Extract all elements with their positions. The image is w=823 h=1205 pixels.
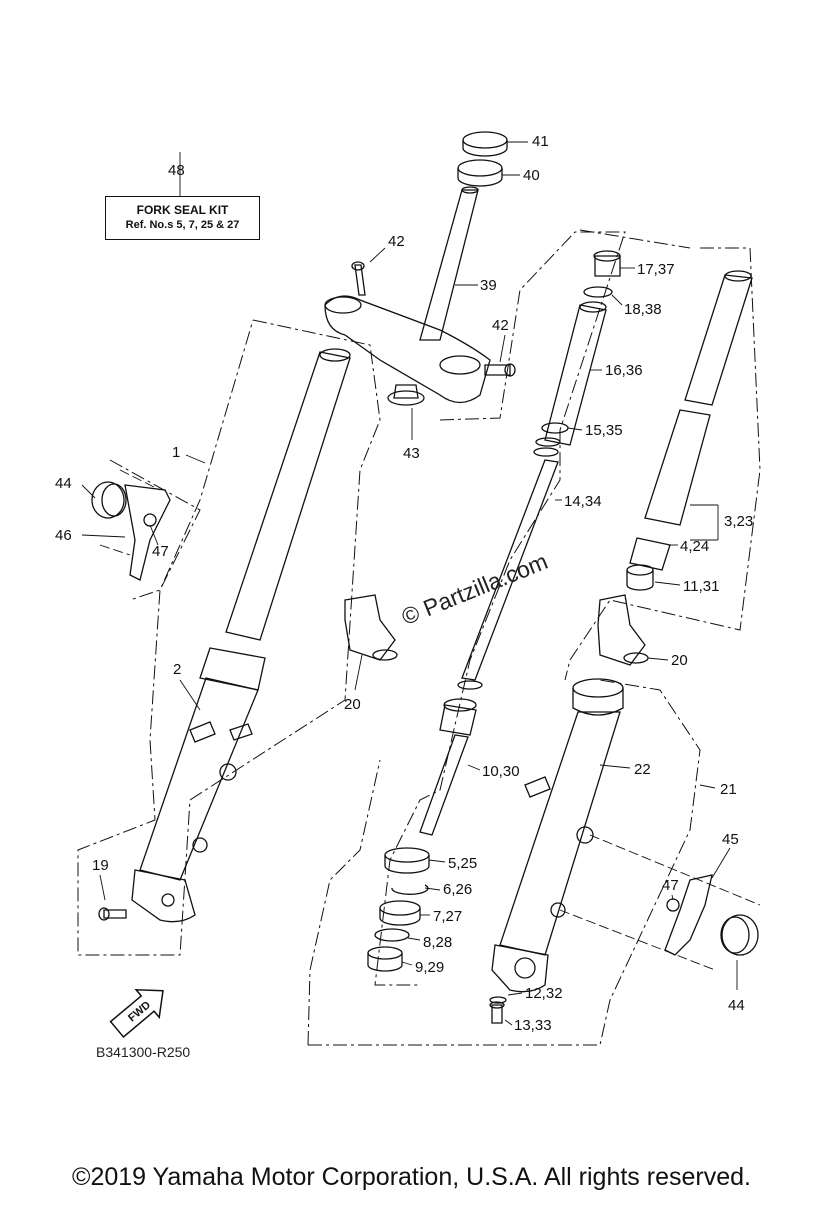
bearing-40	[457, 159, 503, 187]
callout-22: 22	[634, 761, 651, 778]
callout-8-28: 8,28	[423, 934, 453, 951]
kit-subtitle: Ref. No.s 5, 7, 25 & 27	[125, 219, 240, 231]
callout-3-23: 3,23	[724, 513, 754, 530]
callout-11-31: 11,31	[683, 578, 720, 595]
steering-nut-41	[462, 131, 508, 157]
callout-18-38: 18,38	[624, 301, 662, 318]
callout-44-left: 44	[55, 475, 72, 492]
cable-clamp-43	[387, 384, 425, 406]
damper-rod-10	[419, 698, 477, 836]
cap-bolt-17	[593, 250, 621, 277]
bushing-9	[367, 946, 403, 972]
guide-lines	[99, 469, 761, 971]
callout-16-36: 16,36	[605, 362, 643, 379]
copyright-notice: ©2019 Yamaha Motor Corporation, U.S.A. A…	[72, 1163, 751, 1191]
callout-13-33: 13,33	[514, 1017, 552, 1034]
reflector-left-44	[91, 481, 127, 519]
gasket-12	[489, 996, 507, 1004]
callout-12-32: 12,32	[525, 985, 563, 1002]
callout-47-right: 47	[662, 877, 679, 894]
diagram-code: B341300-R250	[96, 1044, 191, 1060]
assembly-outlines	[77, 229, 761, 1046]
bolt-13	[489, 1001, 505, 1024]
clip-6	[391, 884, 429, 895]
fork-seal-kit-box: FORK SEAL KIT Ref. No.s 5, 7, 25 & 27	[105, 196, 260, 240]
inner-tube-3	[644, 270, 753, 526]
callout-7-27: 7,27	[433, 908, 463, 925]
callout-10-30: 10,30	[482, 763, 520, 780]
left-fork-tabs	[189, 721, 253, 853]
callout-14-34: 14,34	[564, 493, 602, 510]
callout-45: 45	[722, 831, 739, 848]
nut-47-right	[666, 898, 680, 912]
bolt-19	[98, 907, 127, 921]
washer-8	[374, 928, 410, 942]
oil-seal-5	[384, 847, 430, 874]
bolt-42-upper	[351, 261, 366, 296]
callout-42-upper: 42	[388, 233, 405, 250]
callout-5-25: 5,25	[448, 855, 478, 872]
callout-15-35: 15,35	[585, 422, 623, 439]
callout-9-29: 9,29	[415, 959, 445, 976]
callout-44-right: 44	[728, 997, 745, 1014]
callout-43: 43	[403, 445, 420, 462]
bushing-4	[629, 537, 671, 571]
callout-19: 19	[92, 857, 109, 874]
callout-40: 40	[523, 167, 540, 184]
callout-47-left: 47	[152, 543, 169, 560]
spring-14	[457, 437, 561, 690]
o-ring-18	[583, 286, 613, 298]
fwd-arrow-icon: FWD	[109, 988, 164, 1039]
left-fork-1	[131, 348, 351, 923]
bolt-42-side	[484, 363, 516, 377]
callout-20-left: 20	[344, 696, 361, 713]
bracket-46	[124, 484, 171, 581]
under-bracket	[324, 295, 491, 404]
leader-lines	[81, 141, 738, 1026]
callout-6-26: 6,26	[443, 881, 473, 898]
callout-46: 46	[55, 527, 72, 544]
bushing-11	[626, 564, 654, 591]
bracket-45	[664, 874, 713, 956]
outer-tube-22	[491, 678, 624, 993]
callout-48: 48	[168, 162, 185, 179]
callout-2: 2	[173, 661, 182, 678]
callout-39: 39	[480, 277, 497, 294]
callout-1: 1	[172, 444, 181, 461]
fork-guard-20-left	[344, 594, 398, 661]
fork-guard-20-right	[597, 594, 649, 666]
kit-title: FORK SEAL KIT	[136, 203, 229, 217]
callout-17-37: 17,37	[637, 261, 675, 278]
callout-4-24: 4,24	[680, 538, 710, 555]
callout-20-right: 20	[671, 652, 688, 669]
dust-seal-7	[379, 900, 421, 926]
washer-15	[541, 422, 569, 434]
steering-stem-39	[419, 186, 479, 341]
callout-41: 41	[532, 133, 549, 150]
callout-21: 21	[720, 781, 737, 798]
callout-42-side: 42	[492, 317, 509, 334]
reflector-right-44	[720, 914, 759, 956]
spacer-16	[544, 301, 607, 446]
